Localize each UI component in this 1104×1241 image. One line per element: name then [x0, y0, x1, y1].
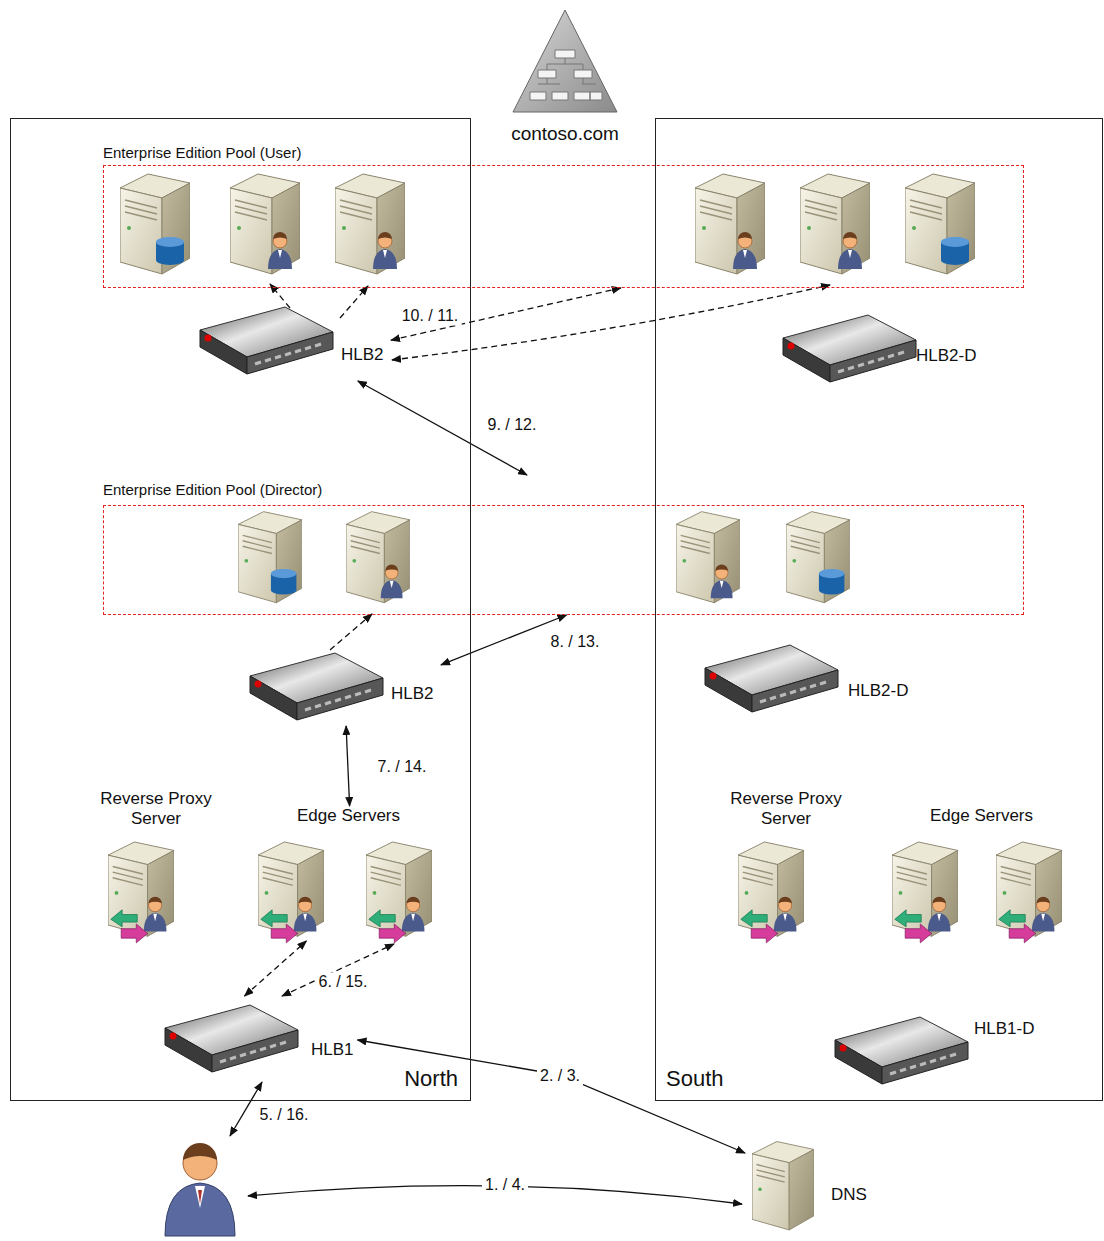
user-icon — [165, 1143, 235, 1236]
drawing-part — [183, 1143, 217, 1160]
domain-icon: contoso.com — [488, 5, 642, 152]
step-number: 2. / 3. — [537, 1066, 583, 1085]
drawing-part — [738, 842, 804, 943]
drawing-part — [120, 174, 190, 274]
node-label: HLB1 — [311, 1040, 354, 1060]
node-label: HLB2 — [391, 684, 434, 704]
drawing-part — [340, 286, 368, 318]
drawing-part — [695, 174, 765, 274]
connector-arrow — [245, 941, 307, 996]
site-region: South HLB2-D HLB2-D Reverse Proxy Server Edg… — [655, 118, 1103, 1101]
server-group: Edge Servers — [879, 806, 1084, 941]
node-label: HLB2-D — [848, 681, 908, 701]
drawing-part — [538, 58, 596, 84]
node-label: Edge Servers — [879, 806, 1084, 826]
drawing-part — [366, 842, 432, 943]
drawing-part — [786, 512, 850, 603]
step-number: 5. / 16. — [257, 1105, 312, 1124]
load-balancer: HLB2 — [241, 646, 441, 726]
domain-pyramid — [513, 10, 617, 112]
drawing-part — [835, 1017, 968, 1084]
node-label: HLB2 — [341, 345, 384, 365]
node-label: HLB1-D — [974, 1019, 1034, 1039]
node-label: Enterprise Edition Pool (User) — [103, 144, 301, 162]
load-balancer-icons — [165, 307, 968, 1084]
node-label: Reverse Proxy Server — [711, 789, 861, 830]
drawing-part — [752, 1142, 814, 1230]
drawing-part — [258, 842, 324, 943]
drawing-part — [530, 50, 602, 100]
server-group: Reverse Proxy Server — [711, 789, 861, 939]
node-label: contoso.com — [488, 123, 642, 146]
drawing-part — [892, 842, 958, 943]
step-number: 9. / 12. — [485, 415, 540, 434]
pool-border — [103, 165, 1024, 288]
server-pool: Enterprise Edition Pool (Director) — [103, 475, 1024, 615]
step-number: 10. / 11. — [399, 306, 462, 325]
drawing-part — [200, 307, 333, 374]
drawing-part — [238, 512, 302, 603]
drawing-part — [783, 315, 916, 382]
server-icons — [108, 174, 1062, 1230]
load-balancer: HLB1-D — [826, 1009, 1038, 1089]
step-number: 6. / 15. — [316, 972, 371, 991]
drawing-part — [198, 1190, 202, 1204]
drawing-part — [108, 842, 174, 943]
drawing-part — [250, 653, 383, 720]
server-group: Edge Servers — [246, 806, 451, 941]
drawing-part — [705, 645, 838, 712]
drawing-part — [330, 614, 372, 650]
drawing-part — [392, 285, 830, 360]
load-balancer: HLB1 — [156, 996, 358, 1081]
dns-server: DNS — [745, 1135, 885, 1235]
drawing-part — [195, 1186, 205, 1208]
drawing-part — [800, 174, 870, 274]
node-label: DNS — [831, 1185, 867, 1205]
connector-arrow — [391, 288, 621, 340]
load-balancer: HLB2-D — [696, 641, 916, 721]
drawing-part — [346, 512, 410, 603]
drawing-part — [165, 1183, 235, 1236]
drawing-part — [165, 1005, 298, 1072]
drawing-part — [282, 944, 394, 996]
drawing-part — [230, 174, 300, 274]
node-label: Edge Servers — [246, 806, 451, 826]
step-number: 1. / 4. — [482, 1175, 528, 1194]
server-pool: Enterprise Edition Pool (User) — [103, 143, 1024, 288]
load-balancer: HLB2 — [191, 303, 391, 381]
node-label: HLB2-D — [916, 346, 976, 366]
node-label: Reverse Proxy Server — [81, 789, 231, 830]
drawing-part — [676, 512, 740, 603]
step-number: 8. / 13. — [548, 632, 603, 651]
connector-arrow — [358, 1040, 746, 1153]
drawing-part — [905, 174, 975, 274]
node-label: Enterprise Edition Pool (Director) — [103, 481, 322, 499]
flow-arrows — [230, 284, 830, 1204]
server-group: Reverse Proxy Server — [81, 789, 231, 939]
drawing-part — [335, 174, 405, 274]
node-label: South — [666, 1066, 724, 1092]
load-balancer: HLB2-D — [776, 306, 981, 391]
drawing-part — [513, 10, 617, 112]
site-region: NorthHLB2HLB2Reverse Proxy ServerEdge Se… — [10, 118, 471, 1101]
connector-arrow — [346, 726, 350, 806]
pool-border — [103, 505, 1024, 615]
drawing-part — [996, 842, 1062, 943]
step-number: 7. / 14. — [375, 757, 430, 776]
node-label: North — [404, 1066, 458, 1092]
